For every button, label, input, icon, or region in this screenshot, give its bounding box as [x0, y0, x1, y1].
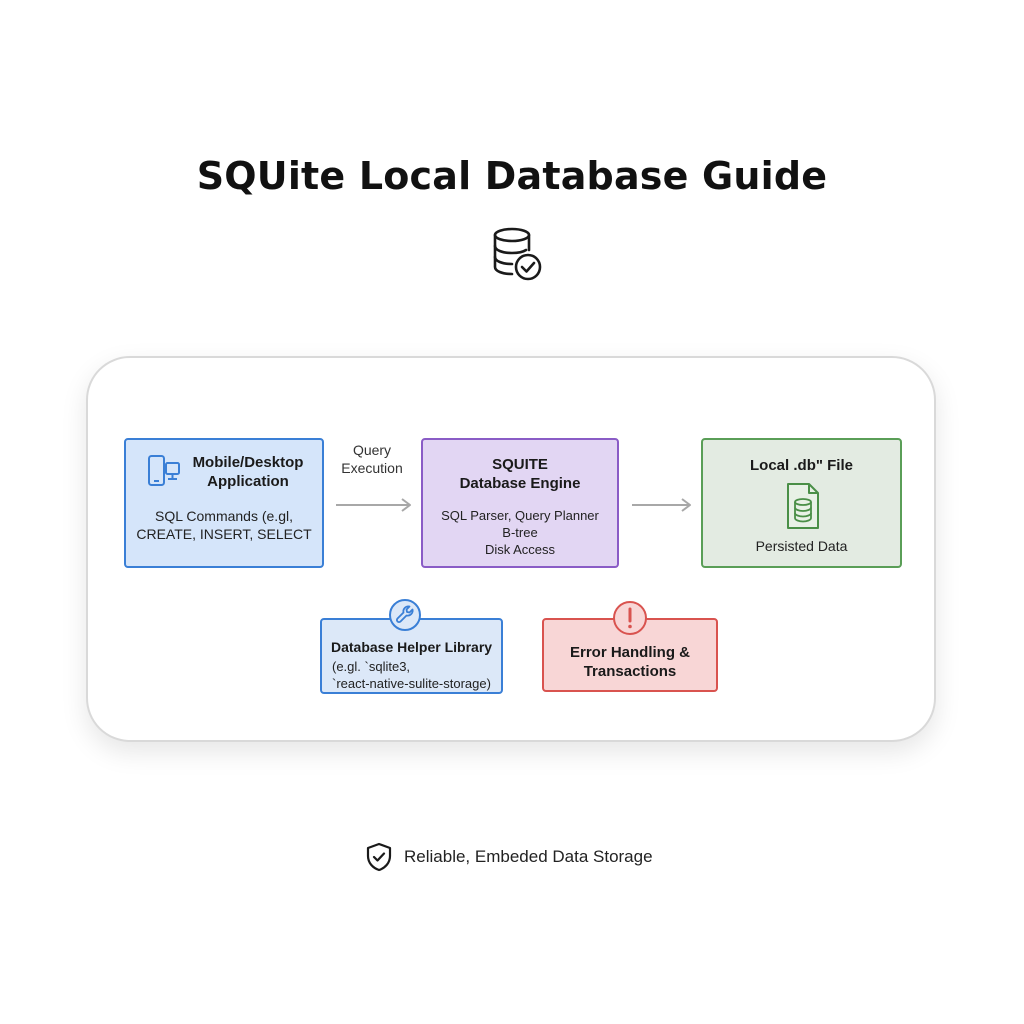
- application-heading: Mobile/Desktop Application: [178, 453, 318, 491]
- footer: Reliable, Embeded Data Storage: [364, 842, 653, 872]
- devices-icon: [148, 455, 180, 486]
- engine-node: SQUITE Database Engine SQL Parser, Query…: [421, 438, 619, 568]
- arrow-app-to-engine: [336, 498, 411, 512]
- helper-body-line: `react-native-sulite-storage): [332, 676, 491, 691]
- db-file-icon: [787, 483, 819, 529]
- application-body: SQL Commands (e.gl, CREATE, INSERT, SELE…: [126, 507, 322, 543]
- application-body-line: CREATE, INSERT, SELECT: [136, 526, 312, 542]
- engine-body-line: Disk Access: [484, 542, 556, 557]
- file-body: Persisted Data: [755, 538, 848, 554]
- flow-label-line: Query: [352, 442, 392, 458]
- error-heading-line: Error Handling &: [569, 644, 690, 661]
- query-execution-label: Query Execution: [336, 441, 408, 477]
- engine-heading-line: SQUITE: [492, 456, 548, 473]
- error-heading-line: Transactions: [583, 663, 677, 680]
- file-node: Local .db" File Persisted Data: [701, 438, 902, 568]
- engine-heading-line: Database Engine: [459, 475, 581, 492]
- error-handling-node: Error Handling & Transactions: [542, 618, 718, 692]
- engine-heading: SQUITE Database Engine: [423, 455, 617, 493]
- helper-body: (e.gl. `sqlite3, `react-native-sulite-st…: [332, 658, 502, 692]
- file-heading: Local .db" File: [750, 457, 853, 474]
- engine-body-line: SQL Parser, Query Planner: [441, 508, 599, 523]
- arrow-engine-to-file: [632, 498, 691, 512]
- helper-body-line: (e.gl. `sqlite3,: [332, 659, 411, 674]
- flow-label-line: Execution: [341, 460, 403, 476]
- wrench-icon: [389, 599, 421, 631]
- engine-body: SQL Parser, Query Planner B-tree Disk Ac…: [423, 507, 617, 558]
- alert-icon: [613, 601, 647, 635]
- application-heading-line: Application: [207, 473, 289, 490]
- shield-check-icon: [366, 842, 392, 872]
- helper-heading: Database Helper Library: [331, 639, 493, 655]
- page-title: SQUite Local Database Guide: [196, 154, 828, 198]
- application-heading-line: Mobile/Desktop: [192, 454, 304, 471]
- application-node: Mobile/Desktop Application SQL Commands …: [124, 438, 324, 568]
- database-check-icon: [493, 227, 542, 281]
- error-heading: Error Handling & Transactions: [544, 643, 716, 681]
- application-body-line: SQL Commands (e.gl,: [155, 508, 293, 524]
- footer-text: Reliable, Embeded Data Storage: [404, 847, 653, 866]
- engine-body-line: B-tree: [502, 525, 538, 540]
